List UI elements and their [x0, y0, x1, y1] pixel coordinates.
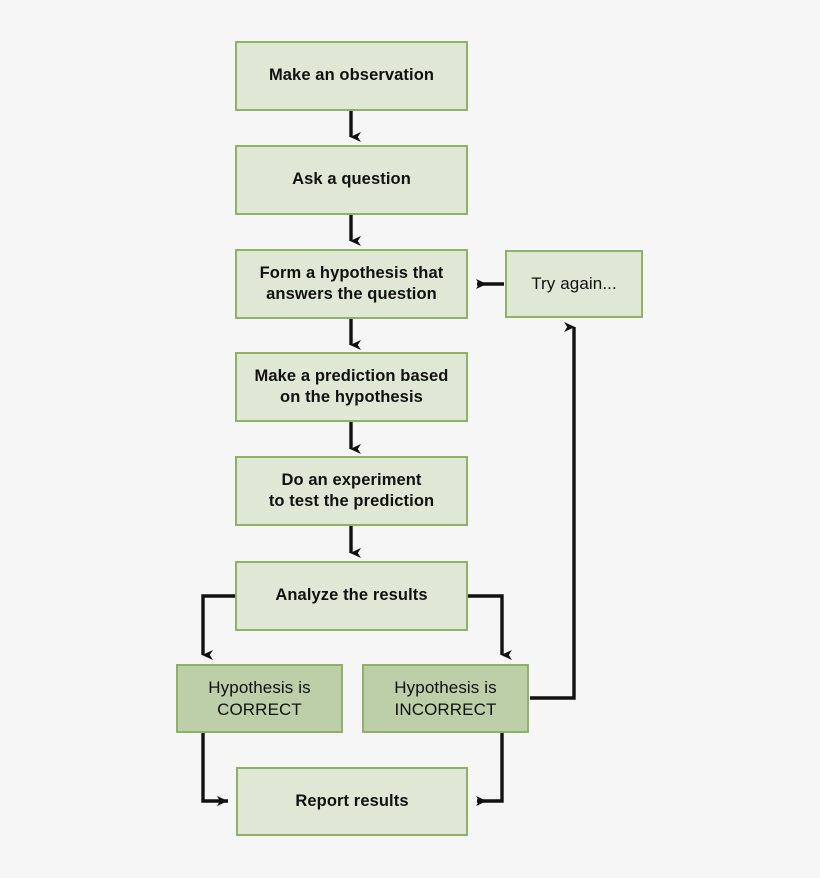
node-try-again[interactable]: Try again... — [505, 250, 643, 318]
node-label: Try again... — [531, 274, 617, 294]
node-analyze-the-results[interactable]: Analyze the results — [235, 561, 468, 631]
edge-correct-report — [201, 733, 228, 806]
node-hypothesis-correct[interactable]: Hypothesis is CORRECT — [176, 664, 343, 733]
node-make-a-prediction[interactable]: Make a prediction based on the hypothesi… — [235, 352, 468, 422]
node-hypothesis-incorrect[interactable]: Hypothesis is INCORRECT — [362, 664, 529, 733]
node-label: Form a hypothesis that answers the quest… — [259, 263, 444, 303]
node-label: Do an experiment to test the prediction — [268, 470, 435, 510]
node-ask-a-question[interactable]: Ask a question — [235, 145, 468, 215]
node-do-an-experiment[interactable]: Do an experiment to test the prediction — [235, 456, 468, 526]
node-label: Analyze the results — [275, 586, 428, 605]
edge-analyze-correct — [201, 594, 235, 660]
node-label: Make a prediction based on the hypothesi… — [254, 366, 449, 406]
edge-analyze-incorrect — [468, 594, 512, 660]
node-label: Report results — [295, 791, 409, 810]
node-make-an-observation[interactable]: Make an observation — [235, 41, 468, 111]
edge-incorrect-report — [476, 733, 504, 806]
node-label: Hypothesis is CORRECT — [208, 677, 311, 719]
node-label: Make an observation — [268, 66, 435, 85]
node-label: Hypothesis is INCORRECT — [394, 677, 497, 719]
node-report-results[interactable]: Report results — [236, 767, 468, 836]
node-form-a-hypothesis[interactable]: Form a hypothesis that answers the quest… — [235, 249, 468, 319]
node-label: Ask a question — [292, 170, 411, 189]
edge-incorrect-tryagain — [530, 322, 576, 700]
